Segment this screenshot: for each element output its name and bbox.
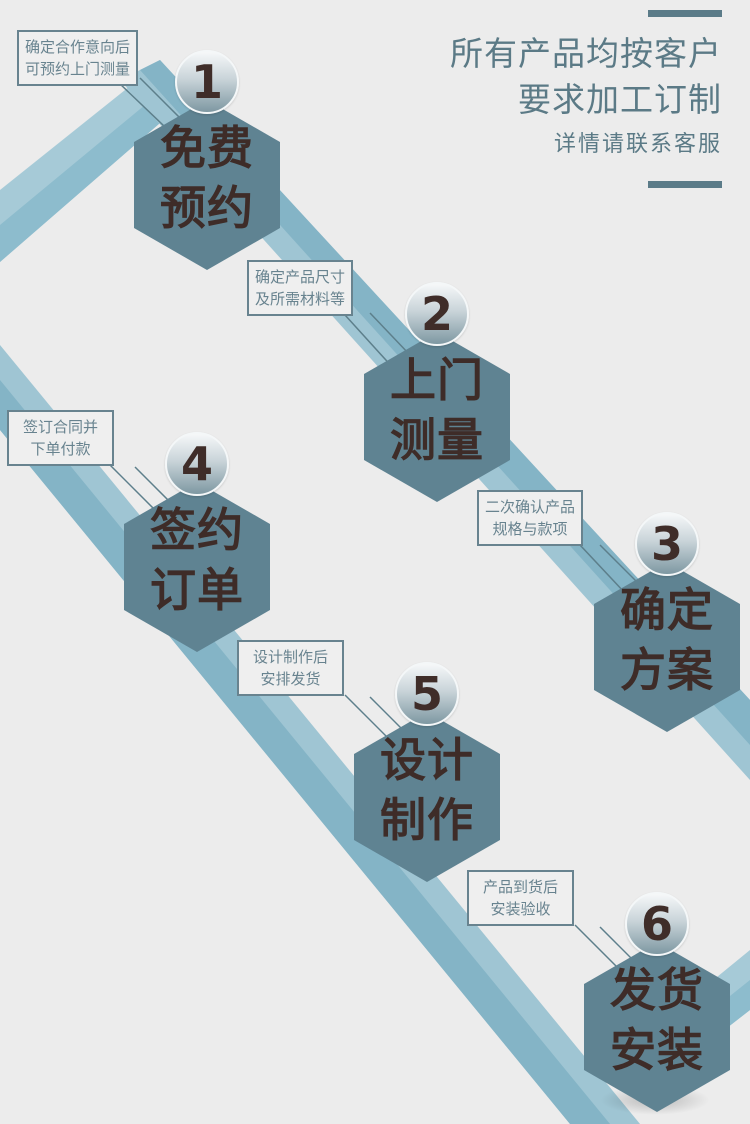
step-number-badge: 5	[395, 662, 459, 726]
step-2-note-line1: 确定产品尺寸	[255, 268, 346, 286]
header-subtitle: 详情请联系客服	[553, 132, 722, 157]
step-title: 免费 预约	[132, 118, 282, 238]
step-title-line2: 测量	[390, 413, 484, 467]
step-2-note-line2: 及所需材料等	[255, 290, 346, 308]
step-title: 设计 制作	[352, 730, 502, 850]
header: 所有产品均按客户 要求加工订制 详情请联系客服	[450, 10, 722, 188]
step-5-note: 设计制作后 安排发货	[237, 640, 345, 696]
step-4-note-line2: 下单付款	[30, 440, 91, 458]
step-3-note-line2: 规格与款项	[492, 520, 568, 538]
step-number-badge: 6	[625, 892, 689, 956]
hexagon-shape	[584, 942, 730, 1112]
step-number-badge: 3	[635, 512, 699, 576]
step-6-note-line1: 产品到货后	[483, 878, 559, 896]
step-title-line1: 签约	[150, 503, 244, 557]
step-title: 确定 方案	[592, 580, 742, 700]
step-title-line2: 方案	[620, 643, 714, 697]
step-title-line1: 上门	[390, 353, 484, 407]
step-1-note-line2: 可预约上门测量	[25, 60, 131, 78]
step-2: 2 上门 测量	[362, 282, 512, 502]
step-2-note: 确定产品尺寸 及所需材料等	[247, 260, 354, 316]
step-title-line1: 设计	[380, 733, 474, 787]
step-title: 上门 测量	[362, 350, 512, 470]
header-title-line1: 所有产品均按客户	[450, 34, 722, 73]
step-number-badge: 4	[165, 432, 229, 496]
step-6: 6 发货 安装	[582, 892, 732, 1112]
step-3-note: 二次确认产品 规格与款项	[477, 490, 584, 546]
step-3: 3 确定 方案	[592, 512, 742, 732]
hexagon-shape	[354, 712, 500, 882]
step-4-note: 签订合同并 下单付款	[7, 410, 115, 466]
header-title-line2: 要求加工订制	[518, 80, 722, 119]
step-number-badge: 1	[175, 50, 239, 114]
step-title-line2: 订单	[150, 563, 244, 617]
step-5: 5 设计 制作	[352, 662, 502, 882]
step-4-note-line1: 签订合同并	[23, 418, 99, 436]
step-6-note-line2: 安装验收	[490, 900, 551, 918]
accent-bar-top	[648, 10, 722, 17]
step-title-line2: 制作	[380, 793, 474, 847]
hexagon-shape	[594, 562, 740, 732]
accent-bar-bottom	[648, 181, 722, 188]
step-1-note-line1: 确定合作意向后	[25, 38, 131, 56]
step-5-note-line1: 设计制作后	[253, 648, 329, 666]
step-title-line1: 确定	[620, 583, 714, 637]
hexagon-shape	[124, 482, 270, 652]
step-number-badge: 2	[405, 282, 469, 346]
step-title-line1: 免费	[160, 121, 254, 175]
step-title: 发货 安装	[582, 960, 732, 1080]
step-1: 1 免费 预约	[132, 50, 282, 270]
hexagon-shape	[134, 100, 280, 270]
step-5-note-line2: 安排发货	[260, 670, 321, 688]
step-6-note: 产品到货后 安装验收	[467, 870, 575, 926]
step-title-line1: 发货	[610, 963, 704, 1017]
step-title-line2: 预约	[160, 181, 254, 235]
step-title: 签约 订单	[122, 500, 272, 620]
step-4: 4 签约 订单	[122, 432, 272, 652]
step-title-line2: 安装	[610, 1023, 704, 1077]
hexagon-shape	[364, 332, 510, 502]
step-3-note-line1: 二次确认产品	[485, 498, 576, 516]
step-1-note: 确定合作意向后 可预约上门测量	[17, 30, 139, 86]
